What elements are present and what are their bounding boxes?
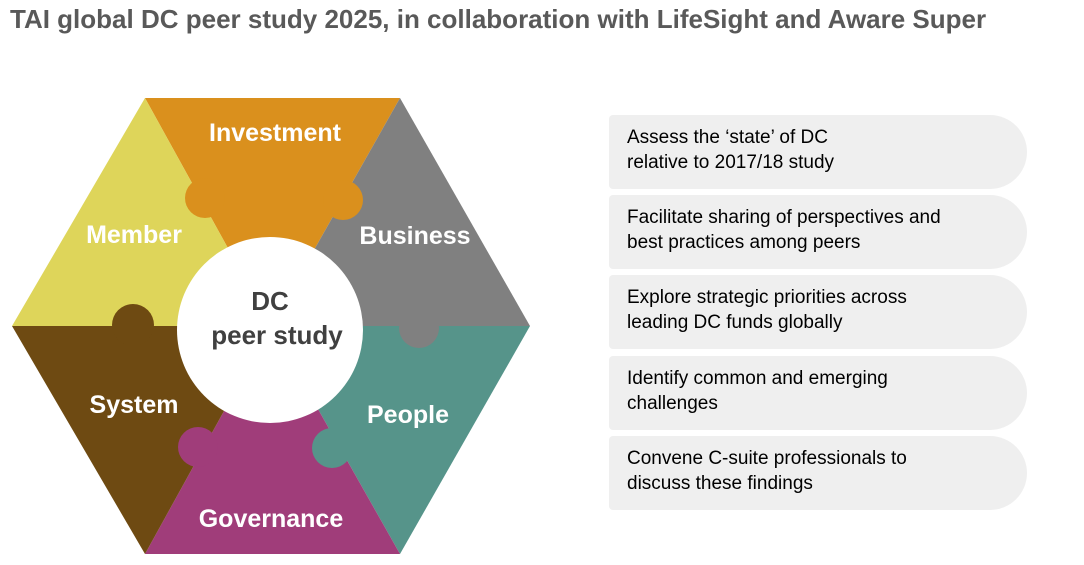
objective-item: Assess the ‘state’ of DC relative to 201… [609, 115, 1027, 189]
objective-line: leading DC funds globally [627, 312, 843, 333]
segment-governance [145, 326, 400, 554]
label-governance: Governance [199, 505, 344, 533]
slide-title: TAI global DC peer study 2025, in collab… [10, 4, 987, 34]
objective-item: Identify common and emerging challenges [609, 356, 1027, 430]
objective-line: relative to 2017/18 study [627, 152, 835, 173]
segment-investment [145, 98, 400, 326]
label-member: Member [86, 221, 182, 249]
center-label-line1: DC [251, 286, 289, 316]
objective-line: Explore strategic priorities across [627, 287, 907, 308]
objective-line: Identify common and emerging [627, 368, 888, 389]
label-investment: Investment [209, 119, 342, 147]
objective-item: Explore strategic priorities across lead… [609, 275, 1027, 349]
objective-line: Facilitate sharing of perspectives and [627, 207, 941, 228]
objective-line: discuss these findings [627, 473, 813, 494]
objective-item: Facilitate sharing of perspectives and b… [609, 195, 1027, 269]
label-people: People [367, 401, 449, 429]
puzzle-knob-investment-right [323, 180, 363, 220]
puzzle-knob-governance [178, 427, 218, 467]
puzzle-knob-business [399, 308, 439, 348]
center-label-line2: peer study [211, 320, 343, 350]
objective-line: Assess the ‘state’ of DC [627, 127, 828, 148]
objective-line: challenges [627, 393, 718, 414]
label-business: Business [359, 222, 470, 250]
hexagon-puzzle-diagram: DC peer study Investment Business People… [12, 98, 530, 554]
puzzle-knob-investment-left [185, 178, 225, 218]
objective-item: Convene C-suite professionals to discuss… [609, 436, 1027, 510]
objective-line: Convene C-suite professionals to [627, 448, 907, 469]
label-system: System [90, 391, 179, 419]
center-circle [177, 237, 363, 423]
puzzle-knob-people [312, 428, 352, 468]
objective-line: best practices among peers [627, 232, 861, 253]
puzzle-knob-system [112, 304, 154, 346]
